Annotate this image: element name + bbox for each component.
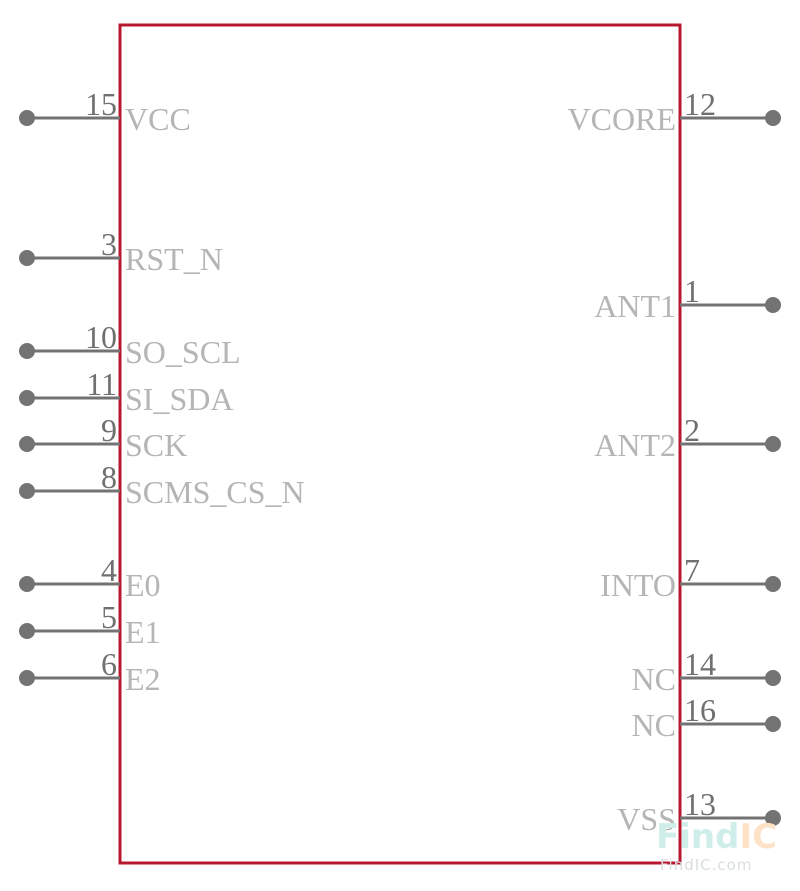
pin-number: 8: [101, 459, 117, 495]
pin-terminal: [765, 670, 781, 686]
pin-number: 2: [684, 412, 700, 448]
pin-terminal: [765, 576, 781, 592]
pin-terminal: [765, 716, 781, 732]
pin-number: 10: [85, 319, 117, 355]
pin-label: VSS: [617, 801, 676, 837]
pin-terminal: [765, 436, 781, 452]
pin-terminal: [765, 297, 781, 313]
pin-label: SO_SCL: [125, 334, 241, 370]
watermark: FindIC FindIC.com: [656, 817, 777, 874]
pin-label: RST_N: [125, 241, 223, 277]
pin-number: 3: [101, 226, 117, 262]
pin-label: ANT2: [594, 427, 676, 463]
pin-terminal: [19, 483, 35, 499]
pin-number: 11: [86, 366, 117, 402]
pin-label: NC: [632, 661, 676, 697]
pin-number: 5: [101, 599, 117, 635]
pin-terminal: [19, 343, 35, 359]
pin-label: NC: [632, 707, 676, 743]
pin-label: INTO: [600, 567, 676, 603]
pin-terminal: [765, 810, 781, 826]
pin-label: SCK: [125, 427, 187, 463]
pin-terminal: [19, 623, 35, 639]
pin-number: 1: [684, 273, 700, 309]
pin-terminal: [19, 390, 35, 406]
pin-label: E0: [125, 567, 161, 603]
pin-number: 13: [684, 786, 716, 822]
pin-label: SCMS_CS_N: [125, 474, 305, 510]
watermark-find: Find: [656, 817, 739, 857]
pin-number: 9: [101, 412, 117, 448]
pin-number: 16: [684, 692, 716, 728]
pin-number: 6: [101, 646, 117, 682]
pin-label: SI_SDA: [125, 381, 233, 417]
pin-number: 14: [684, 646, 716, 682]
pin-terminal: [19, 110, 35, 126]
pin-terminal: [19, 576, 35, 592]
pin-terminal: [19, 436, 35, 452]
pin-label: ANT1: [594, 288, 676, 324]
pin-label: E1: [125, 614, 161, 650]
pin-label: E2: [125, 661, 161, 697]
watermark-url: FindIC.com: [660, 856, 752, 874]
watermark-ic: IC: [739, 817, 777, 857]
pin-number: 7: [684, 552, 700, 588]
pin-number: 4: [101, 552, 117, 588]
pin-terminal: [19, 670, 35, 686]
pin-number: 12: [684, 86, 716, 122]
pin-number: 15: [85, 86, 117, 122]
pin-terminal: [19, 250, 35, 266]
pin-label: VCC: [125, 101, 191, 137]
svg-text:FindIC: FindIC: [656, 817, 777, 857]
pin-terminal: [765, 110, 781, 126]
pin-label: VCORE: [568, 101, 676, 137]
